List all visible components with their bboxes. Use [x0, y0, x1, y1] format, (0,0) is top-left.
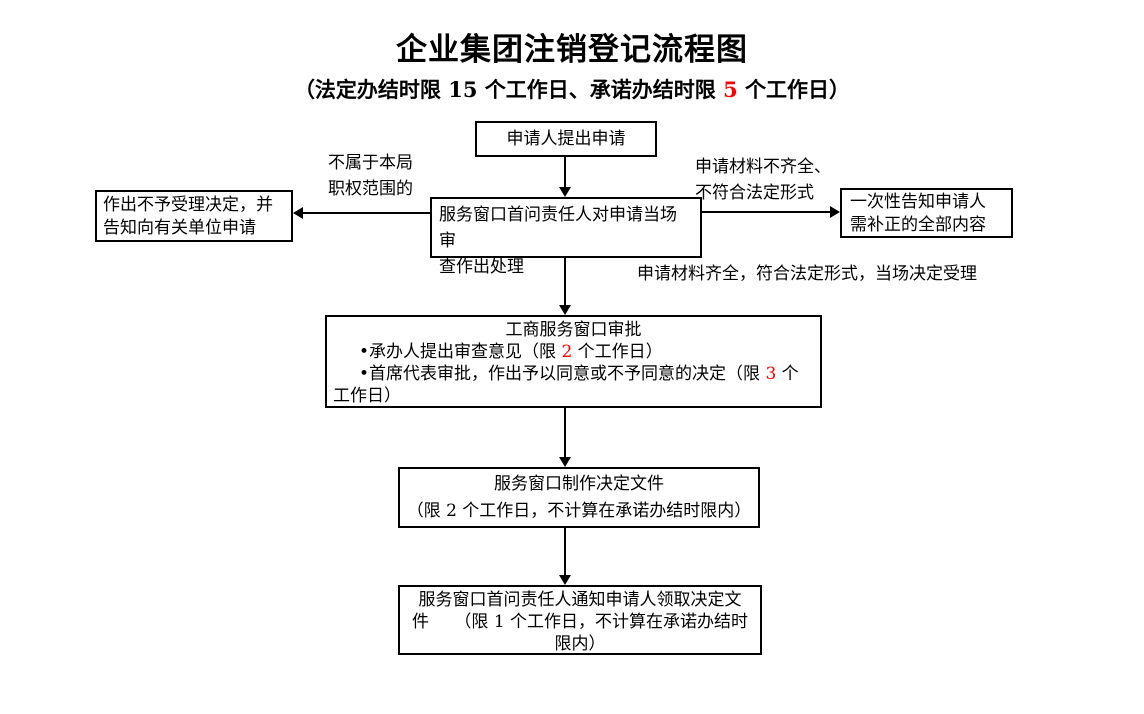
- flowchart-title: 企业集团注销登记流程图: [396, 32, 748, 68]
- node-front-desk-review: 服务窗口首问责任人对申请当场审 查作出处理: [430, 197, 702, 277]
- node-notify-pickup-line3: 限内）: [554, 634, 606, 654]
- flowchart-subtitle: （法定办结时限 15 个工作日、承诺办结时限 5 个工作日）: [0, 74, 1144, 104]
- subtitle-text-pre: （法定办结时限: [293, 77, 449, 102]
- approval-bullet1-days-value: 2: [561, 342, 573, 362]
- node-notify-pickup-line1: 服务窗口首问责任人通知申请人领取决定文: [418, 590, 742, 610]
- node-approval-bullet2-text: •首席代表审批，作出予以同意或不予同意的决定（限: [359, 364, 766, 384]
- arrow-review-to-approval-head: [559, 305, 571, 315]
- arrow-apply-to-review-head: [559, 187, 571, 197]
- arrow-review-to-notice-line: [702, 211, 830, 213]
- node-notify-pickup: 服务窗口首问责任人通知申请人领取决定文 件 （限 1 个工作日，不计算在承诺办结…: [398, 585, 762, 655]
- arrow-makedoc-to-notify-head: [559, 575, 571, 585]
- node-reject-decision-line2: 告知向有关单位申请: [103, 218, 256, 238]
- node-make-decision-doc-line2: （限 2 个工作日，不计算在承诺办结时限内）: [406, 501, 752, 521]
- arrow-apply-to-review-line: [564, 157, 566, 188]
- node-approval-bullet2: •首席代表审批，作出予以同意或不予同意的决定（限 3 个: [333, 363, 814, 385]
- statutory-days-value: 15: [448, 77, 478, 102]
- node-reject-decision: 作出不予受理决定，并 告知向有关单位申请: [95, 190, 293, 242]
- edge-label-incomplete-line1: 申请材料不齐全、: [695, 157, 831, 177]
- arrow-review-to-approval-line: [564, 258, 566, 305]
- node-notify-pickup-line2: 件 （限 1 个工作日，不计算在承诺办结时: [411, 612, 749, 632]
- node-onetime-notice-line1: 一次性告知申请人: [850, 192, 986, 212]
- arrow-makedoc-to-notify-line: [564, 528, 566, 575]
- node-front-desk-review-line2: 查作出处理: [439, 257, 524, 277]
- node-reject-decision-line1: 作出不予受理决定，并: [103, 195, 273, 215]
- node-applicant-submit-label: 申请人提出申请: [506, 129, 626, 149]
- node-approval-bullet1: •承办人提出审查意见（限 2 个工作日）: [333, 341, 814, 363]
- edge-label-not-jurisdiction: 不属于本局 职权范围的: [308, 150, 433, 202]
- edge-label-accepted: 申请材料齐全，符合法定形式，当场决定受理: [637, 264, 977, 284]
- node-approval-bullet1-post: 个工作日）: [572, 342, 663, 362]
- arrow-approval-to-makedoc-line: [564, 408, 566, 457]
- promised-days-value: 5: [723, 77, 738, 102]
- edge-label-not-jurisdiction-line2: 职权范围的: [328, 179, 413, 199]
- arrow-approval-to-makedoc-head: [559, 457, 571, 467]
- approval-bullet2-days-value: 3: [765, 364, 777, 384]
- subtitle-text-mid: 个工作日、承诺办结时限: [477, 77, 724, 102]
- node-front-desk-review-line1: 服务窗口首问责任人对申请当场审: [439, 205, 677, 251]
- arrow-review-to-reject-head: [293, 207, 303, 219]
- node-onetime-notice-line2: 需补正的全部内容: [850, 215, 986, 235]
- node-approval-bullet1-text: •承办人提出审查意见（限: [359, 342, 562, 362]
- arrow-review-to-reject-line: [303, 212, 430, 214]
- node-applicant-submit: 申请人提出申请: [475, 121, 657, 157]
- node-approval-title: 工商服务窗口审批: [505, 320, 642, 340]
- subtitle-text-post: 个工作日）: [737, 77, 851, 102]
- edge-label-not-jurisdiction-line1: 不属于本局: [328, 153, 413, 173]
- edge-label-incomplete-line2: 不符合法定形式: [695, 183, 814, 203]
- node-approval-bullet2-wrap: 工作日）: [333, 386, 401, 406]
- node-make-decision-doc: 服务窗口制作决定文件 （限 2 个工作日，不计算在承诺办结时限内）: [398, 467, 760, 528]
- node-approval: 工商服务窗口审批 •承办人提出审查意见（限 2 个工作日） •首席代表审批，作出…: [325, 315, 822, 408]
- node-make-decision-doc-line1: 服务窗口制作决定文件: [494, 474, 664, 494]
- node-onetime-notice: 一次性告知申请人 需补正的全部内容: [840, 188, 1013, 238]
- node-approval-bullet2-post: 个: [776, 364, 799, 384]
- edge-label-incomplete-materials: 申请材料不齐全、 不符合法定形式: [695, 154, 831, 206]
- arrow-review-to-notice-head: [830, 206, 840, 218]
